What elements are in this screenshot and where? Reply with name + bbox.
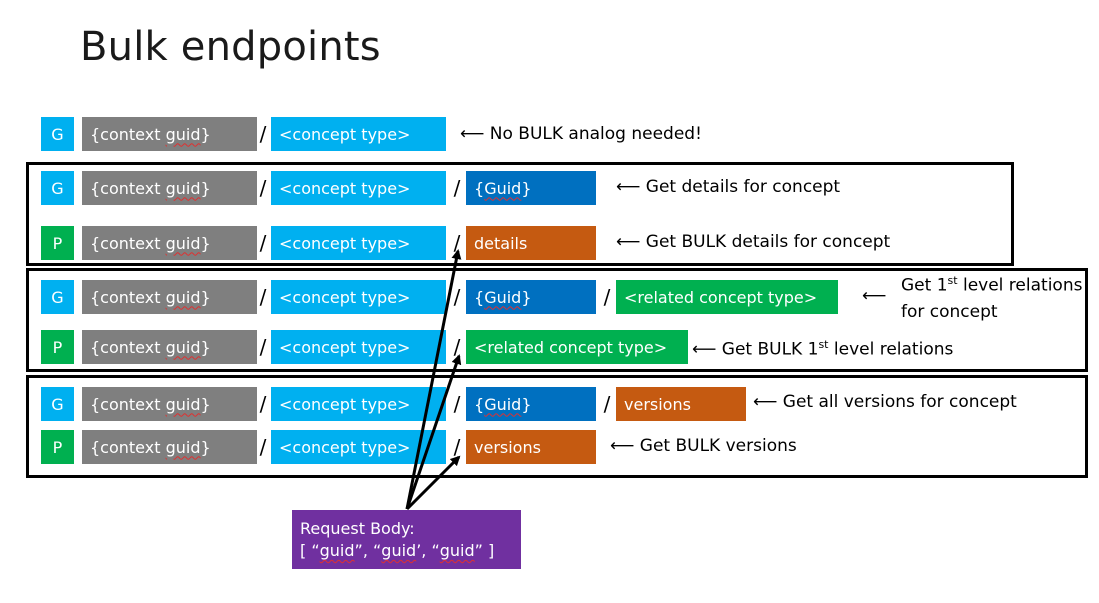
request-body-example: [ “guid”, “guid’, “guid” ] bbox=[300, 541, 495, 560]
get-method-badge: G bbox=[41, 171, 74, 205]
post-method-badge: P bbox=[41, 430, 74, 464]
path-separator: / bbox=[259, 435, 267, 459]
path-separator: / bbox=[453, 285, 461, 309]
context-guid-segment: {context guid} bbox=[82, 330, 257, 364]
guid-segment: {Guid} bbox=[466, 387, 596, 421]
context-guid-segment: {context guid} bbox=[82, 280, 257, 314]
arrow-to-versions bbox=[405, 455, 461, 511]
row6-note: ⟵ Get all versions for concept bbox=[753, 392, 1017, 412]
arrow-to-details bbox=[405, 249, 462, 510]
row2-note: ⟵ Get details for concept bbox=[616, 177, 841, 197]
concept-type-segment: <concept type> bbox=[271, 171, 446, 205]
group-details bbox=[26, 162, 1014, 266]
row4-note: Get 1st level relations for concept bbox=[901, 274, 1083, 322]
guid-segment: {Guid} bbox=[466, 280, 596, 314]
post-method-badge: P bbox=[41, 226, 74, 260]
group-versions bbox=[26, 375, 1088, 478]
slide-title: Bulk endpoints bbox=[80, 24, 381, 70]
arrow-to-related bbox=[405, 354, 462, 510]
versions-segment: versions bbox=[466, 430, 596, 464]
concept-type-segment: <concept type> bbox=[271, 330, 446, 364]
details-segment: details bbox=[466, 226, 596, 260]
context-guid-segment: {context guid} bbox=[82, 171, 257, 205]
concept-type-segment: <concept type> bbox=[271, 387, 446, 421]
path-separator: / bbox=[259, 231, 267, 255]
path-separator: / bbox=[259, 392, 267, 416]
path-separator: / bbox=[603, 285, 611, 309]
concept-type-segment: <concept type> bbox=[271, 226, 446, 260]
group-relations bbox=[26, 268, 1088, 372]
path-separator: / bbox=[259, 176, 267, 200]
related-concept-type-segment: <related concept type> bbox=[616, 280, 838, 314]
row1-note: ⟵ No BULK analog needed! bbox=[460, 124, 702, 144]
path-separator: / bbox=[453, 435, 461, 459]
row4-arrow: ⟵ bbox=[862, 286, 887, 306]
path-separator: / bbox=[453, 231, 461, 255]
path-separator: / bbox=[453, 176, 461, 200]
path-separator: / bbox=[259, 122, 267, 146]
context-guid-segment: {context guid} bbox=[82, 430, 257, 464]
row3-note: ⟵ Get BULK details for concept bbox=[616, 232, 891, 252]
row7-note: ⟵ Get BULK versions bbox=[610, 436, 797, 456]
path-separator: / bbox=[453, 392, 461, 416]
path-separator: / bbox=[259, 285, 267, 309]
guid-segment: {Guid} bbox=[466, 171, 596, 205]
path-separator: / bbox=[603, 392, 611, 416]
context-guid-segment: {context guid} bbox=[82, 226, 257, 260]
get-method-badge: G bbox=[41, 117, 74, 151]
get-method-badge: G bbox=[41, 387, 74, 421]
context-guid-segment: {context guid} bbox=[82, 117, 257, 151]
request-body-box: Request Body: [ “guid”, “guid’, “guid” ] bbox=[292, 510, 521, 569]
get-method-badge: G bbox=[41, 280, 74, 314]
versions-segment: versions bbox=[616, 387, 746, 421]
post-method-badge: P bbox=[41, 330, 74, 364]
context-guid-segment: {context guid} bbox=[82, 387, 257, 421]
path-separator: / bbox=[453, 335, 461, 359]
concept-type-segment: <concept type> bbox=[271, 280, 446, 314]
path-separator: / bbox=[259, 335, 267, 359]
concept-type-segment: <concept type> bbox=[271, 117, 446, 151]
related-concept-type-segment: <related concept type> bbox=[466, 330, 688, 364]
request-body-label: Request Body: bbox=[300, 519, 415, 538]
row5-note: ⟵ Get BULK 1st level relations bbox=[692, 338, 954, 360]
